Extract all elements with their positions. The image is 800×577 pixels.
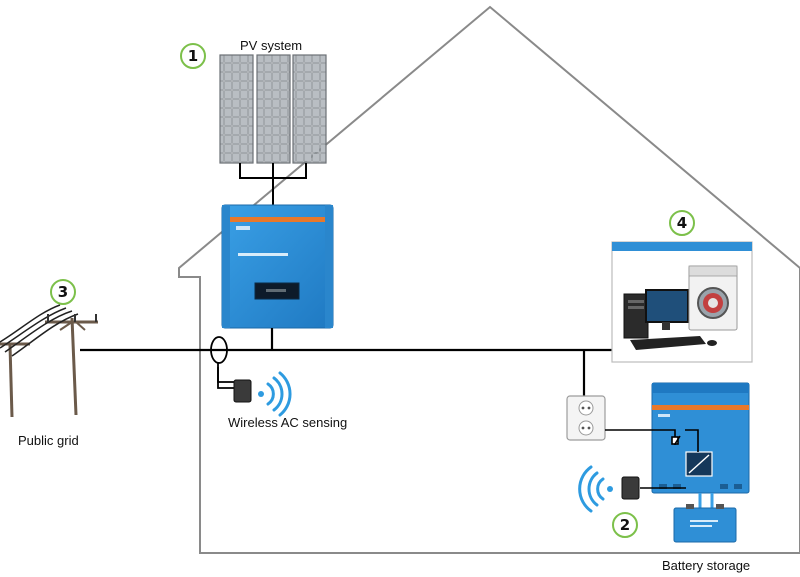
pv-wiring bbox=[239, 163, 307, 205]
utility-pole bbox=[0, 304, 98, 418]
pv-panels bbox=[219, 54, 327, 164]
battery-inverter bbox=[651, 382, 750, 494]
battery bbox=[673, 504, 737, 543]
inverter-wiring bbox=[605, 429, 699, 489]
wifi-icon bbox=[258, 371, 292, 417]
wireless-ac-label: Wireless AC sensing bbox=[228, 415, 348, 430]
marker-grid: 3 bbox=[50, 279, 76, 305]
house-outline bbox=[178, 5, 800, 554]
sensor-box bbox=[233, 379, 252, 403]
marker-loads: 4 bbox=[669, 210, 695, 236]
marker-battery: 2 bbox=[612, 512, 638, 538]
household-loads bbox=[611, 241, 753, 363]
public-grid-label: Public grid bbox=[18, 433, 79, 448]
ac-bus bbox=[80, 328, 617, 396]
gateway-box bbox=[621, 476, 640, 500]
grid-inverter bbox=[221, 204, 334, 329]
marker-pv: 1 bbox=[180, 43, 206, 69]
battery-storage-label: Battery storage bbox=[662, 558, 751, 573]
pv-system-label: PV system bbox=[240, 38, 303, 53]
current-sensor bbox=[210, 336, 234, 389]
wall-socket bbox=[566, 395, 606, 441]
wifi-icon-battery bbox=[578, 465, 613, 513]
battery-cables bbox=[698, 493, 714, 510]
